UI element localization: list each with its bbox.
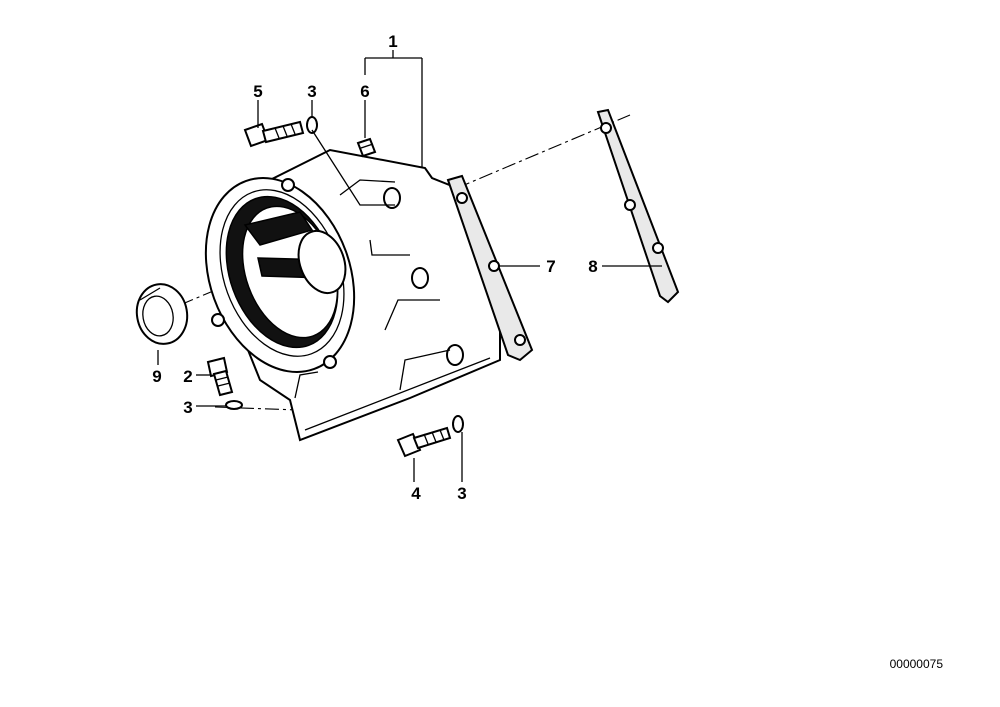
document-number: 00000075 xyxy=(890,657,944,671)
callout-3-bottom: 3 xyxy=(457,484,466,503)
callout-9: 9 xyxy=(152,367,161,386)
callout-3-left: 3 xyxy=(183,398,192,417)
seal-strip-part-8 xyxy=(596,108,680,304)
callout-8: 8 xyxy=(588,257,597,276)
washer-part-3-left xyxy=(225,400,243,410)
housing-cover-part-1 xyxy=(204,148,501,442)
callout-2: 2 xyxy=(183,367,192,386)
washer-part-3-bottom xyxy=(452,415,464,433)
gasket-part-7 xyxy=(446,174,534,362)
shaft-seal-part-9 xyxy=(135,283,189,345)
callout-labels: 1 5 3 6 7 8 9 2 3 4 3 xyxy=(152,32,597,503)
callout-3-top: 3 xyxy=(307,82,316,101)
leader-lines xyxy=(157,50,662,482)
bolt-part-2 xyxy=(206,356,234,397)
bolt-part-5 xyxy=(243,120,305,148)
pin-part-6 xyxy=(356,137,377,158)
callout-4: 4 xyxy=(411,484,421,503)
callout-1: 1 xyxy=(388,32,397,51)
callout-5: 5 xyxy=(253,82,262,101)
callout-6: 6 xyxy=(360,82,369,101)
callout-7: 7 xyxy=(546,257,555,276)
bolt-part-4 xyxy=(396,426,452,458)
